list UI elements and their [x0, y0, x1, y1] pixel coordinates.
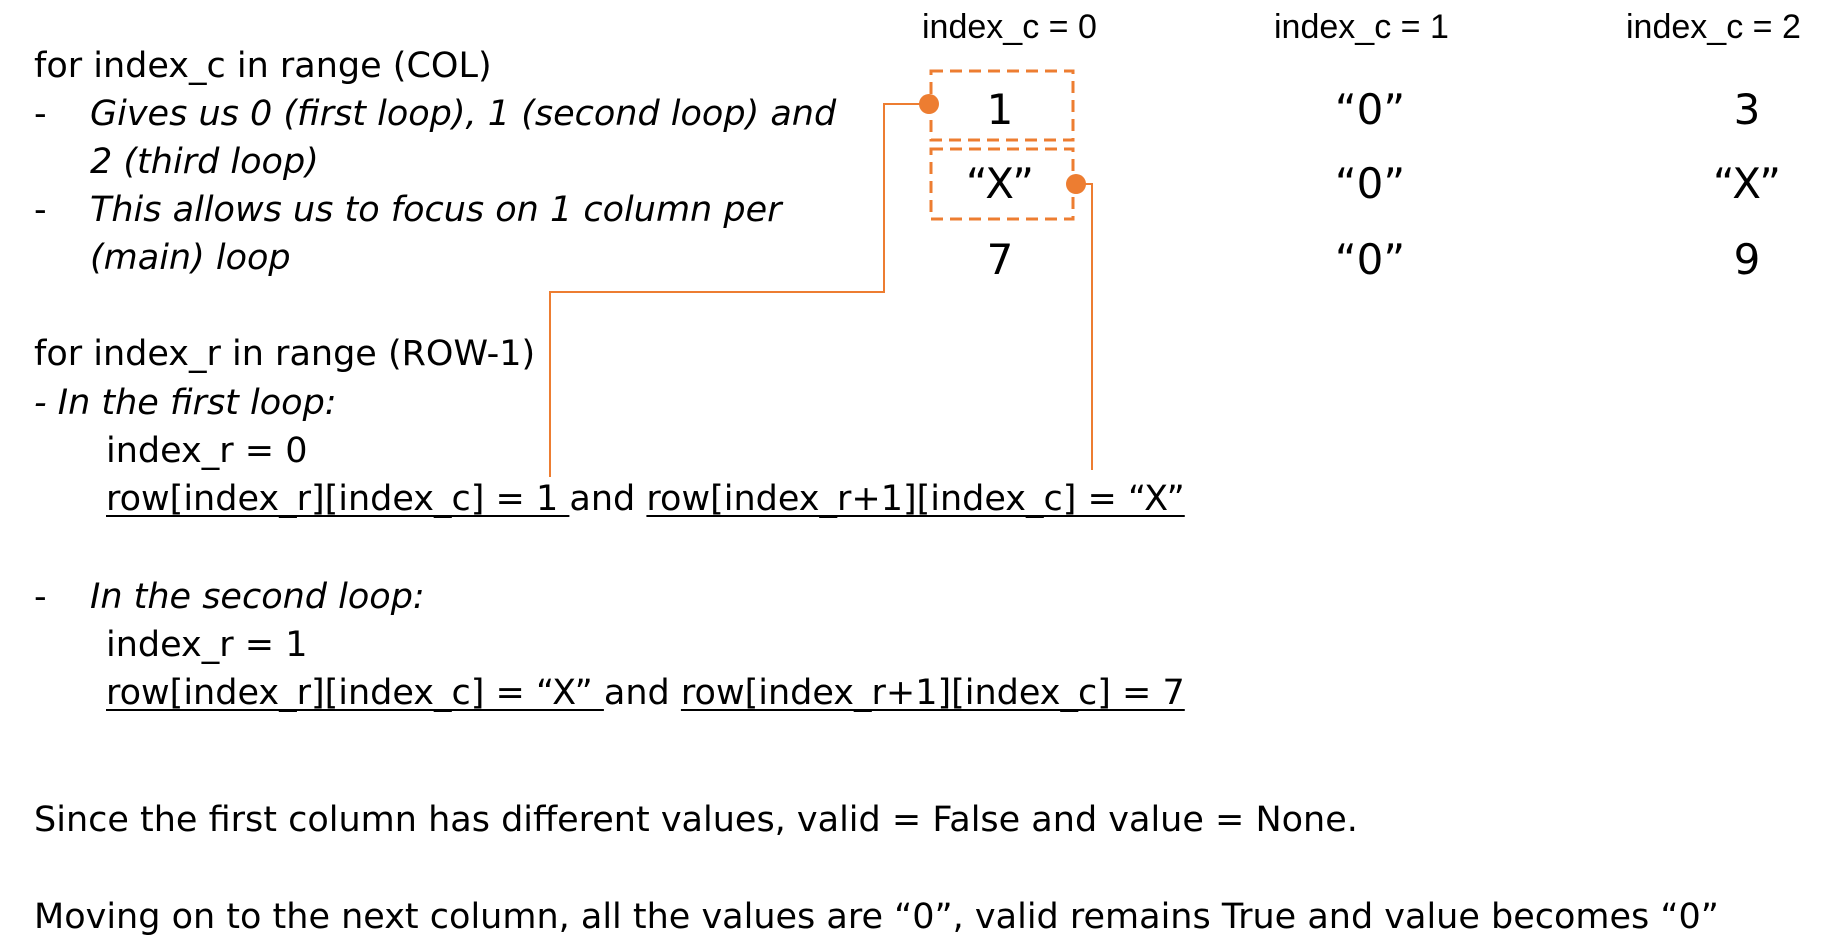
- grid-cell-r0-c0: 1: [986, 85, 1014, 134]
- col-loop-bullet-2-line-2: (main) loop: [90, 238, 291, 278]
- column-header-1: index_c = 1: [1274, 8, 1449, 46]
- col-loop-bullet-1-line-2: 2 (third loop): [90, 142, 319, 182]
- col-loop-heading: for index_c in range (COL): [34, 46, 492, 86]
- col-loop-bullet-2: -: [34, 190, 47, 230]
- column-header-0: index_c = 0: [922, 8, 1097, 46]
- first-expr-and: and: [569, 479, 636, 519]
- row-loop-heading: for index_r in range (ROW-1): [34, 334, 536, 374]
- col-loop-bullet-1-line-1: Gives us 0 (first loop), 1 (second loop)…: [90, 94, 837, 134]
- second-expr-next: row[index_r+1][index_c] = 7: [680, 673, 1185, 713]
- second-expr-current: row[index_r][index_c] = “X”: [106, 673, 604, 713]
- first-expr-next: row[index_r+1][index_c] = “X”: [646, 479, 1185, 519]
- first-loop-expression: row[index_r][index_c] = 1 and row[index_…: [106, 482, 1185, 517]
- grid-cell-r1-c2: “X”: [1712, 159, 1782, 208]
- connector-line-first-value: [549, 103, 929, 477]
- col-loop-bullet-1: -: [34, 94, 47, 134]
- first-loop-index: index_r = 0: [106, 431, 308, 471]
- grid-cell-r1-c1: “0”: [1334, 159, 1406, 208]
- first-loop-label: - In the first loop:: [34, 383, 337, 423]
- column-header-2: index_c = 2: [1626, 8, 1801, 46]
- second-loop-bullet: -: [34, 577, 47, 617]
- second-loop-expression: row[index_r][index_c] = “X” and row[inde…: [106, 676, 1185, 711]
- first-expr-current: row[index_r][index_c] = 1: [106, 479, 570, 519]
- second-loop-label: In the second loop:: [90, 577, 425, 617]
- grid-cell-r0-c1: “0”: [1334, 85, 1406, 134]
- second-loop-index: index_r = 1: [106, 625, 308, 665]
- grid-cell-r2-c2: 9: [1733, 235, 1761, 284]
- conclusion-next-column: Moving on to the next column, all the va…: [34, 897, 1719, 937]
- grid-cell-r2-c0: 7: [986, 235, 1014, 284]
- connector-dot-second: [1066, 174, 1086, 194]
- conclusion-first-column: Since the first column has different val…: [34, 800, 1358, 840]
- grid-cell-r0-c2: 3: [1733, 85, 1761, 134]
- second-expr-and: and: [603, 673, 670, 713]
- connector-line-second-value: [1076, 183, 1093, 470]
- grid-cell-r2-c1: “0”: [1334, 235, 1406, 284]
- grid-cell-r1-c0: “X”: [965, 159, 1035, 208]
- col-loop-bullet-2-line-1: This allows us to focus on 1 column per: [90, 190, 782, 230]
- connector-dot-first: [919, 94, 939, 114]
